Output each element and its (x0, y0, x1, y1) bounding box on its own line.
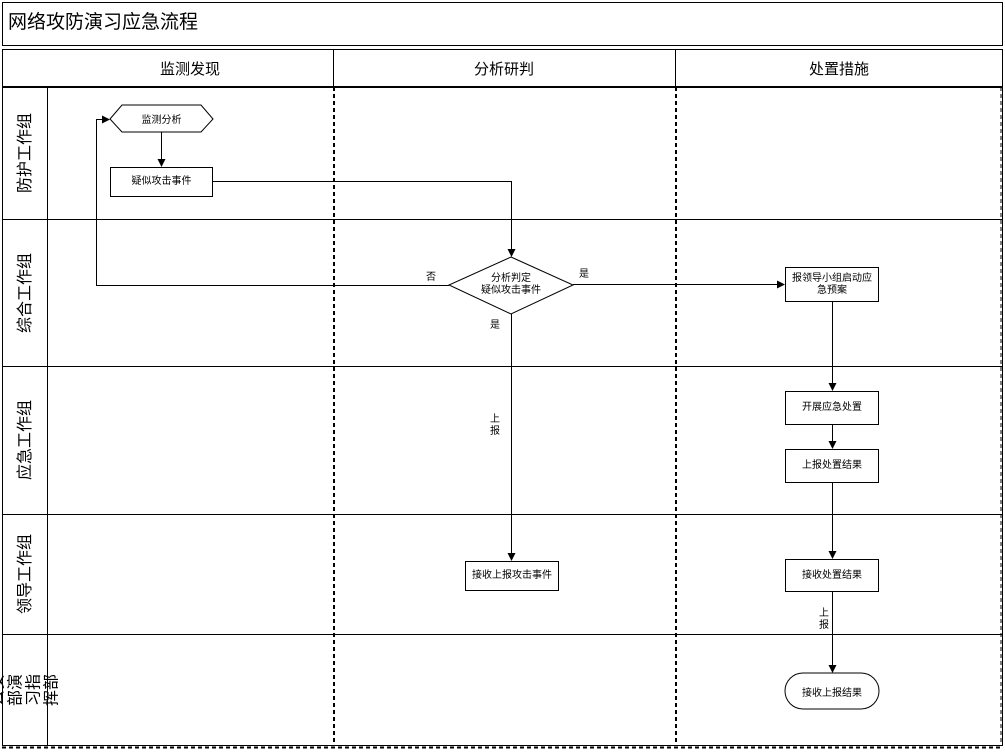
edge-decision-no (96, 115, 449, 286)
column-header-handling: 处置措施 (808, 59, 869, 78)
node-report-result: 上报处置结果 (785, 449, 879, 483)
column-header-monitor: 监测发现 (159, 59, 220, 78)
node-decision: 分析判定 疑似攻击事件 (449, 270, 573, 300)
edge-label-no: 否 (426, 272, 436, 283)
node-receive-attack-report: 接收上报攻击事件 (465, 561, 559, 591)
receive-report-result-shape (784, 672, 880, 710)
node-receive-handle-result: 接收处置结果 (785, 559, 879, 592)
edge-label-yes-down: 是 (490, 320, 500, 331)
decision-line-1: 分析判定 (491, 273, 531, 284)
node-report-leader: 报领导小组启动应急预案 (785, 267, 879, 302)
edge-suspected-to-decision (213, 181, 516, 257)
diagram-title: 网络攻防演习应急流程 (8, 11, 199, 33)
edge-label-yes-right: 是 (579, 269, 589, 280)
monitor-analysis-shape (109, 104, 214, 133)
node-monitor-analysis: 监测分析 (141, 115, 182, 126)
edge-label-report-mid: 上报 (490, 414, 500, 437)
title-box (2, 2, 1003, 46)
column-header-analysis: 分析研判 (473, 59, 534, 78)
node-start-emergency: 开展应急处置 (785, 391, 879, 425)
edge-label-report-right: 上报 (819, 608, 829, 631)
node-suspected-attack: 疑似攻击事件 (110, 167, 213, 197)
decision-line-2: 疑似攻击事件 (481, 285, 541, 296)
node-receive-report-result: 接收上报结果 (802, 687, 862, 699)
